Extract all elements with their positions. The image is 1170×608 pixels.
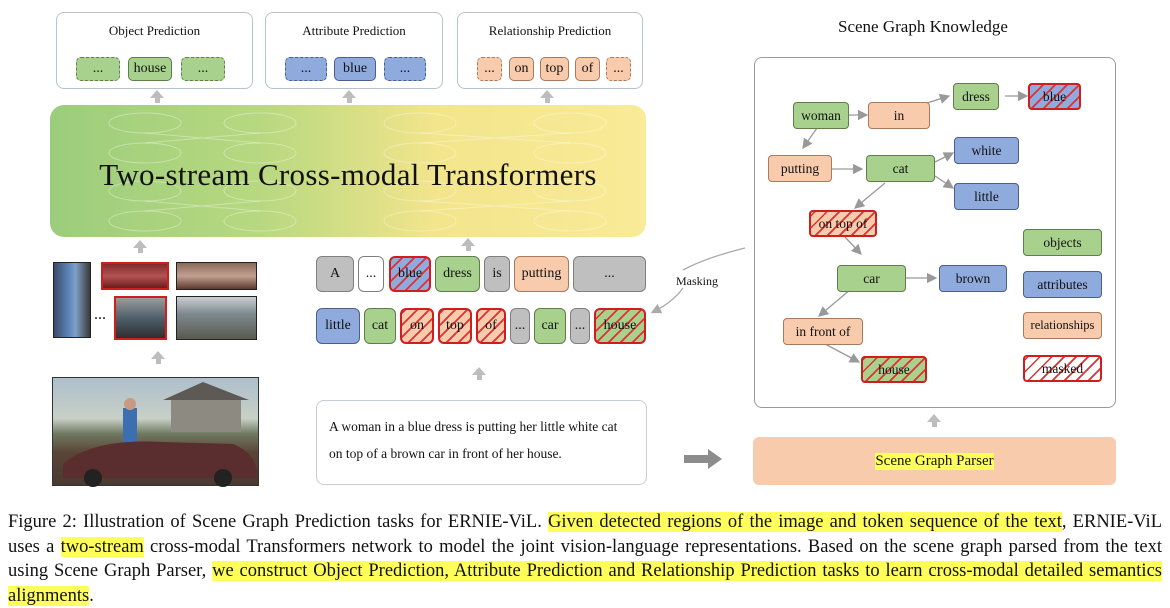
figure-caption-text: , ERNIE-ViL uses a: [8, 512, 1162, 557]
relationship-token-of: of: [575, 57, 600, 81]
relationship-token-ellipsis-right: ...: [606, 57, 631, 81]
object-token-ellipsis-left: ...: [76, 57, 120, 81]
transformer-title: Two-stream Cross-modal Transformers: [99, 157, 597, 192]
token-top-masked: top: [438, 308, 472, 344]
masking-label: Masking: [676, 274, 718, 288]
object-prediction-title: Object Prediction: [108, 23, 201, 38]
relationship-token-ellipsis-left: ...: [477, 57, 502, 81]
token-blue-masked: blue: [389, 256, 431, 292]
node-little: little: [954, 183, 1019, 210]
scene-graph-parser-box: Scene Graph Parser: [753, 437, 1116, 485]
region-thumbnail-woman: [53, 262, 91, 338]
token-ellipsis: ...: [570, 308, 590, 344]
token-putting: putting: [514, 256, 569, 292]
attribute-token-ellipsis-left: ...: [285, 57, 327, 81]
legend-attributes: attributes: [1023, 271, 1102, 298]
region-thumbnail-cat-masked: [101, 262, 169, 290]
arrow-up-icon: [927, 414, 941, 427]
transformer-block: Two-stream Cross-modal Transformers: [50, 105, 646, 237]
figure-caption-highlight: Given detected regions of the image and …: [548, 512, 1062, 532]
relationship-prediction-box: Relationship Prediction ... on top of ..…: [457, 12, 643, 89]
arrow-up-icon: [540, 90, 554, 103]
node-putting: putting: [768, 155, 832, 182]
relationship-token-on: on: [509, 57, 534, 81]
token-little: little: [316, 308, 360, 344]
figure-caption-text: cross-modal Transformers network to mode…: [8, 536, 1162, 582]
figure-caption-text: Figure 2: Illustration of Scene Graph Pr…: [8, 512, 549, 532]
node-car: car: [837, 265, 906, 292]
arrow-up-icon: [151, 351, 165, 364]
object-token-ellipsis-right: ...: [181, 57, 225, 81]
legend-masked: masked: [1023, 355, 1102, 382]
node-white: white: [954, 137, 1019, 164]
relationship-token-top: top: [540, 57, 569, 81]
attribute-token-ellipsis-right: ...: [384, 57, 426, 81]
arrow-up-icon: [150, 90, 164, 103]
scene-graph-title: Scene Graph Knowledge: [838, 17, 1008, 36]
node-blue-masked: blue: [1028, 83, 1081, 110]
legend-relationships: relationships: [1023, 312, 1102, 339]
caption-text: A woman in a blue dress is putting her l…: [329, 419, 618, 461]
input-photo: [52, 377, 259, 487]
token-ellipsis: ...: [573, 256, 646, 292]
region-thumbnail-house: [176, 296, 257, 340]
figure-caption: Figure 2: Illustration of Scene Graph Pr…: [8, 510, 1162, 608]
token-car: car: [534, 308, 566, 344]
region-thumbnail-car: [176, 262, 257, 290]
object-token-house: house: [128, 57, 172, 81]
node-in: in: [868, 102, 930, 129]
token-ellipsis: ...: [358, 256, 384, 292]
token-A: A: [316, 256, 354, 292]
legend-objects: objects: [1023, 229, 1102, 256]
attribute-prediction-title: Attribute Prediction: [302, 23, 406, 38]
arrow-up-icon: [342, 90, 356, 103]
node-on-top-of-masked: on top of: [809, 210, 877, 237]
arrow-up-icon: [472, 367, 486, 380]
token-house-masked: house: [594, 308, 646, 344]
token-ellipsis: ...: [510, 308, 530, 344]
node-woman: woman: [793, 102, 849, 129]
arrow-up-icon: [133, 240, 147, 253]
attribute-prediction-box: Attribute Prediction ... blue ...: [265, 12, 443, 89]
figure-caption-text: .: [89, 585, 94, 606]
figure-caption-highlight: two-stream: [60, 536, 144, 557]
node-dress: dress: [953, 83, 999, 110]
token-dress: dress: [435, 256, 480, 292]
masking-arrow-icon: [650, 247, 746, 314]
attribute-token-blue: blue: [334, 57, 376, 81]
scene-graph-box: woman in dress blue putting cat white li…: [754, 57, 1116, 408]
node-brown: brown: [939, 265, 1007, 292]
thumbnail-ellipsis: ...: [94, 306, 106, 323]
scene-graph-parser-label: Scene Graph Parser: [875, 452, 994, 470]
node-cat: cat: [866, 155, 935, 182]
region-thumbnail-wheel-masked: [114, 296, 167, 340]
node-in-front-of: in front of: [783, 318, 863, 345]
caption-text-box: A woman in a blue dress is putting her l…: [316, 400, 647, 485]
token-of-masked: of: [476, 308, 506, 344]
photo-sketch: [63, 382, 257, 487]
token-is: is: [484, 256, 510, 292]
relationship-prediction-title: Relationship Prediction: [488, 23, 612, 38]
node-house-masked: house: [861, 356, 927, 383]
object-prediction-box: Object Prediction ... house ...: [56, 12, 253, 89]
token-cat: cat: [364, 308, 396, 344]
arrow-up-icon: [461, 238, 475, 251]
arrow-right-icon: [684, 449, 722, 469]
transformer-network-pattern: [108, 112, 607, 232]
token-on-masked: on: [400, 308, 434, 344]
